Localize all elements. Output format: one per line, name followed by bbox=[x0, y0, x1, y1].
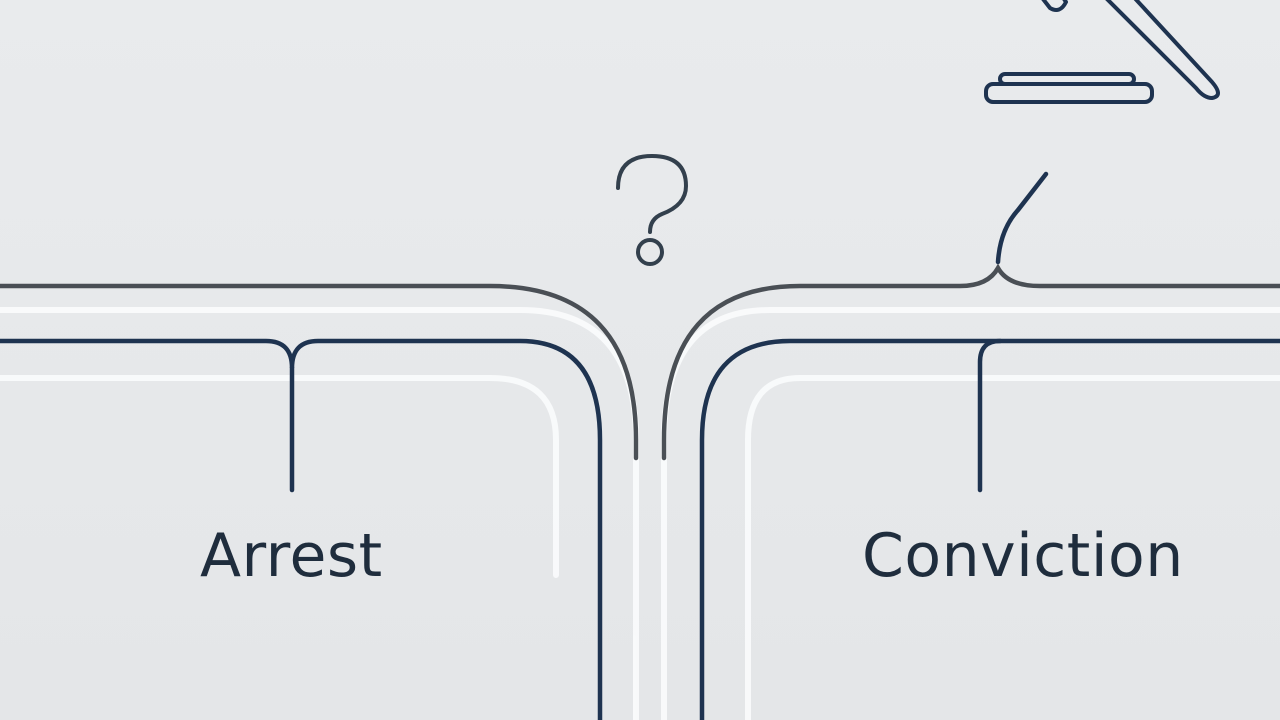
right-highlight-band bbox=[661, 307, 1280, 720]
outer-road-edges bbox=[0, 263, 1280, 461]
inner-lane-lines bbox=[0, 338, 1280, 720]
right-lane-curve bbox=[699, 338, 1003, 720]
gavel-head bbox=[1041, 0, 1068, 12]
highlight-bands bbox=[0, 307, 1280, 720]
gavel-icon bbox=[984, 0, 1220, 104]
right-outer-edge bbox=[661, 263, 1280, 461]
conviction-label: Conviction bbox=[862, 521, 1184, 591]
left-outer-edge bbox=[0, 283, 639, 461]
right-inner-highlight bbox=[745, 375, 1280, 720]
gavel-block-base bbox=[984, 82, 1154, 104]
gavel-handle bbox=[1105, 0, 1220, 100]
arrest-label: Arrest bbox=[200, 521, 383, 591]
question-mark-icon bbox=[616, 154, 688, 266]
left-highlight-band bbox=[0, 307, 639, 720]
left-lane-line bbox=[0, 338, 603, 720]
left-inner-highlight bbox=[0, 375, 559, 578]
right-lane-line bbox=[977, 338, 1280, 493]
right-branch-spur bbox=[995, 171, 1049, 265]
